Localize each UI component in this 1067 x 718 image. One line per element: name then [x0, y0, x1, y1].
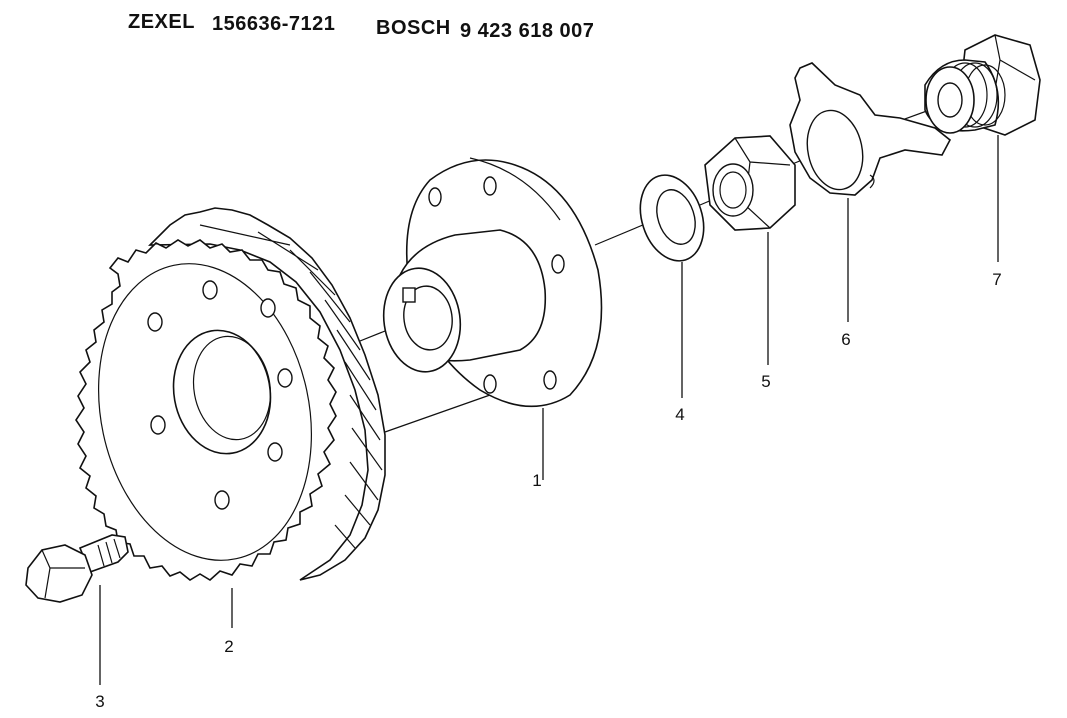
hub-flange-hole: [543, 370, 557, 390]
hub-flange-rim-edge: [469, 157, 561, 221]
hub-flange-hole: [483, 176, 497, 196]
bolt-head-facets: [41, 549, 85, 599]
callout-3: 3: [95, 692, 104, 711]
hub-keyway: [402, 287, 416, 303]
axis-line-bolt-hole: [384, 394, 491, 433]
hex-nut: [704, 135, 796, 231]
callout-7: 7: [992, 270, 1001, 289]
hex-nut-thread-bore: [712, 163, 754, 217]
bolt-head: [25, 544, 93, 603]
callout-6: 6: [841, 330, 850, 349]
axis-line-hub-to-washer: [594, 221, 651, 246]
hub-flange-hole: [551, 254, 565, 274]
cap-nut-bore: [937, 82, 963, 118]
callout-2: 2: [224, 637, 233, 656]
bolt: [25, 534, 129, 603]
callout-5: 5: [761, 372, 770, 391]
timer-gear: [75, 207, 386, 581]
leader-lines: [99, 135, 999, 685]
callout-1: 1: [532, 471, 541, 490]
hub-bore: [403, 285, 453, 351]
header-zexel-number: 156636-7121: [212, 13, 335, 35]
header-brand-bosch: BOSCH: [376, 17, 451, 39]
washer-hole: [656, 189, 696, 245]
lock-plate-notch: [869, 174, 875, 189]
callout-4: 4: [675, 405, 684, 424]
gear-bolt-hole: [260, 298, 276, 318]
gear-bolt-hole: [277, 368, 293, 388]
cap-nut: [924, 34, 1041, 136]
gear-tooth-ridges: [199, 224, 383, 549]
header: ZEXEL 156636-7121 BOSCH 9 423 618 007: [128, 11, 594, 42]
gear-bore-inner-edge: [192, 335, 272, 441]
gear-bolt-hole: [150, 415, 166, 435]
callout-labels: 1 2 3 4 5 6 7: [95, 270, 1001, 711]
lock-plate-ring: [806, 109, 864, 191]
gear-bolt-hole: [267, 442, 283, 462]
gear-bolt-hole: [147, 312, 163, 332]
gear-bolt-hole: [214, 490, 230, 510]
lock-plate: [789, 62, 952, 196]
washer: [639, 174, 705, 262]
hub-flange-hole: [428, 187, 442, 207]
gear-web-ring: [97, 263, 313, 561]
hub-flange-hole: [483, 374, 497, 394]
gear-bolt-hole: [202, 280, 218, 300]
hub-flange: [382, 157, 603, 408]
hex-nut-thread-inner: [719, 171, 747, 209]
header-brand-zexel: ZEXEL: [128, 11, 195, 33]
header-bosch-number: 9 423 618 007: [460, 20, 594, 42]
bolt-threads: [97, 538, 121, 567]
